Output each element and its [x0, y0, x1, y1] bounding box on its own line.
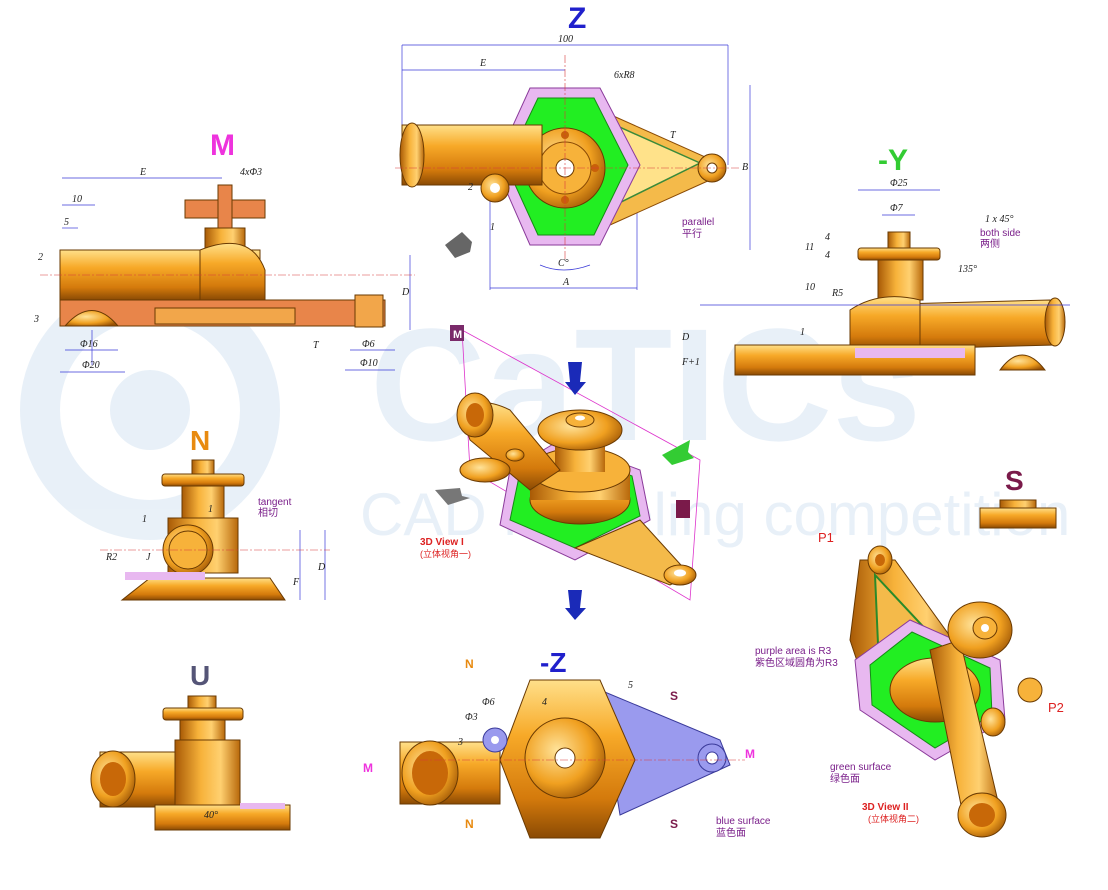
dim-z-1: 1: [490, 222, 495, 233]
view-s: S: [979, 465, 1057, 529]
dim-negy-4a: 4: [825, 232, 830, 243]
note-both-side-cn: 两侧: [980, 237, 1000, 250]
dim-z-b: B: [742, 162, 748, 173]
dim-m-d: D: [401, 287, 410, 298]
dim-negz-phi3: Φ3: [465, 712, 478, 723]
point-p2: P2: [1048, 700, 1064, 715]
note-green-surface: green surface: [830, 762, 892, 773]
view-3d-1-subtitle: (立体视角一): [420, 548, 471, 559]
dim-negz-3: 3: [457, 737, 463, 748]
dim-z-100: 100: [558, 34, 573, 45]
section-label-m-right: M: [745, 747, 755, 761]
watermark-subtext: CAD modeling competition: [360, 481, 1070, 548]
view-3d-1: M M 3D View I (立体视角一): [420, 325, 701, 620]
dim-m-2: 2: [38, 252, 43, 263]
dim-n-d: D: [317, 562, 326, 573]
watermark: CaTICs CAD modeling competition: [20, 280, 1070, 548]
view-title-u: U: [190, 660, 210, 691]
view-title-z: Z: [568, 2, 586, 35]
dim-negz-phi6: Φ6: [482, 697, 495, 708]
dim-m-holes: 4xΦ3: [240, 167, 262, 178]
note-green-surface-cn: 绿色面: [830, 772, 860, 785]
dim-negy-11: 11: [805, 242, 814, 253]
dim-negy-chamfer: 1 x 45°: [985, 214, 1013, 225]
section-label-n-top: N: [465, 657, 474, 671]
dim-m-phi20: Φ20: [82, 360, 100, 371]
section-label-m-tag: M: [453, 329, 462, 341]
dim-negy-135: 135°: [958, 264, 977, 275]
view-neg-y: -Y Φ25 Φ7 1 x 45° both side 两侧 11 4 4 10…: [681, 144, 1070, 376]
note-purple-area-cn: 紫色区域圆角为R3: [755, 656, 838, 669]
dim-negy-phi25: Φ25: [890, 178, 908, 189]
note-blue-surface: blue surface: [716, 816, 771, 827]
view-m: M E 4xΦ3 10 5 2 3 D F T 8 Φ16 Φ20 Φ6 Φ1: [33, 129, 415, 373]
point-p1: P1: [818, 530, 834, 545]
dim-negy-d: D: [681, 332, 690, 343]
dim-m-3: 3: [33, 314, 39, 325]
note-parallel-cn: 平行: [682, 227, 702, 240]
note-parallel: parallel: [682, 217, 714, 228]
dim-m-phi10: Φ10: [360, 358, 378, 369]
section-label-s-top: S: [670, 689, 678, 703]
dim-m-e: E: [139, 167, 146, 178]
dim-n-1b: 1: [208, 504, 213, 515]
dim-negz-4: 4: [542, 697, 547, 708]
dim-z-2: 2: [468, 182, 473, 193]
view-u: U 40°: [90, 660, 291, 831]
view-neg-z: -Z 5 Φ3 Φ6 3 4 M M N N S S blue surface …: [363, 647, 771, 839]
dim-negy-r5: R5: [831, 288, 843, 299]
dim-m-t: T: [313, 340, 320, 351]
dim-m-5: 5: [64, 217, 69, 228]
dim-m-phi6: Φ6: [362, 339, 375, 350]
note-tangent-cn: 相切: [258, 506, 278, 519]
watermark-text: CaTICs: [370, 295, 921, 474]
dim-z-holes: 6xR8: [614, 70, 635, 81]
dim-z-a: A: [562, 277, 570, 288]
view-z: Z 100 E 6xR8 B A C° T: [395, 2, 751, 290]
section-label-n-bottom: N: [465, 817, 474, 831]
view-title-neg-z: -Z: [540, 647, 566, 678]
dim-z-t: T: [670, 130, 677, 141]
dim-negz-5: 5: [628, 680, 633, 691]
dim-negy-1: 1: [800, 327, 805, 338]
note-purple-area: purple area is R3: [755, 646, 832, 657]
view-3d-1-title: 3D View I: [420, 537, 464, 548]
dim-n-r2: R2: [105, 552, 117, 563]
dim-z-e: E: [479, 58, 486, 69]
view-3d-2-subtitle: (立体视角二): [868, 813, 919, 824]
dim-z-c: C°: [558, 258, 569, 269]
dim-negy-fplus1: F+1: [681, 357, 700, 368]
view-n: N 1 1 R2 J F D tangent 相切: [100, 425, 330, 601]
dim-negy-phi7: Φ7: [890, 203, 904, 214]
dim-m-10: 10: [72, 194, 82, 205]
section-arrow-c: [445, 232, 472, 258]
view-title-s: S: [1005, 465, 1024, 496]
dim-n-j: J: [146, 552, 151, 563]
section-label-s-bottom: S: [670, 817, 678, 831]
view-title-neg-y: -Y: [878, 144, 908, 177]
note-both-side: both side: [980, 228, 1021, 239]
note-blue-surface-cn: 蓝色面: [716, 826, 746, 839]
dim-negy-10: 10: [805, 282, 815, 293]
note-tangent: tangent: [258, 497, 292, 508]
dim-n-f: F: [292, 577, 300, 588]
dim-n-1a: 1: [142, 514, 147, 525]
dim-negy-4b: 4: [825, 250, 830, 261]
view-3d-2-title: 3D View II: [862, 802, 909, 813]
view-title-m: M: [210, 129, 235, 162]
dim-m-phi16: Φ16: [80, 339, 98, 350]
section-label-m-left: M: [363, 761, 373, 775]
view-3d-2: P1 P2 purple area is R3 紫色区域圆角为R3 green …: [755, 530, 1064, 838]
view-title-n: N: [190, 425, 210, 456]
dim-u-40: 40°: [204, 810, 218, 821]
